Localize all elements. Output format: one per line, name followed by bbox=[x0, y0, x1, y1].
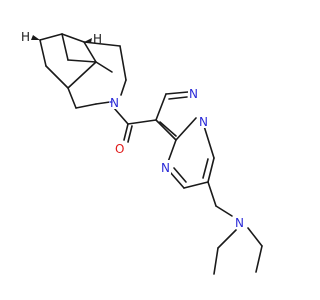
bond bbox=[183, 181, 209, 189]
bond bbox=[247, 227, 263, 247]
bond bbox=[67, 87, 77, 109]
bond bbox=[127, 125, 133, 143]
atom-label-n-pyrimidine: N bbox=[161, 161, 170, 175]
molecule-svg: N O N N N N H H bbox=[21, 30, 263, 275]
bond bbox=[75, 103, 97, 109]
bond bbox=[215, 205, 233, 217]
atom-label-h-upper-left: H bbox=[21, 30, 30, 44]
bond bbox=[168, 96, 188, 100]
bond bbox=[61, 33, 85, 43]
bond bbox=[167, 139, 177, 163]
bond bbox=[203, 125, 215, 159]
bond bbox=[127, 119, 157, 125]
atom-label-n-bridge: N bbox=[199, 115, 208, 129]
bond bbox=[67, 59, 97, 63]
wedge-bond bbox=[31, 35, 40, 40]
bond bbox=[39, 39, 47, 67]
atom-label-n-pyrazole-top: N bbox=[189, 87, 198, 101]
bond bbox=[159, 121, 177, 137]
pyrazole-ring-bonds bbox=[155, 91, 197, 141]
stereo-wedges bbox=[31, 35, 92, 43]
bond bbox=[155, 119, 177, 141]
cage-bonds bbox=[39, 33, 127, 109]
bond bbox=[95, 61, 113, 73]
bond bbox=[202, 158, 209, 179]
bond bbox=[61, 33, 69, 61]
bond bbox=[67, 61, 97, 89]
bond bbox=[175, 117, 197, 141]
molecule-structure-canvas: N O N N N N H H bbox=[21, 30, 263, 275]
bond bbox=[119, 45, 127, 81]
bond bbox=[217, 229, 237, 249]
bond bbox=[83, 41, 97, 63]
bond bbox=[207, 181, 217, 207]
bond bbox=[165, 91, 189, 95]
bond bbox=[155, 93, 167, 121]
bond bbox=[213, 247, 219, 275]
pyrimidine-ring-bonds bbox=[167, 125, 215, 189]
bond bbox=[95, 101, 111, 105]
bond bbox=[169, 171, 185, 189]
atom-label-n-bicyclic: N bbox=[110, 96, 119, 110]
bond bbox=[123, 123, 129, 141]
atom-label-n-amine: N bbox=[235, 216, 244, 230]
atom-label-h-upper-mid: H bbox=[93, 32, 102, 46]
amide-bonds bbox=[113, 107, 157, 143]
side-chain-bonds bbox=[207, 181, 263, 275]
bond bbox=[207, 157, 215, 183]
bond bbox=[173, 167, 187, 183]
bond bbox=[255, 245, 263, 273]
wedge-bond bbox=[84, 38, 92, 43]
bond bbox=[45, 65, 69, 89]
bond bbox=[39, 33, 63, 41]
bond bbox=[120, 79, 127, 96]
atom-labels: N O N N N N H H bbox=[21, 30, 245, 230]
atom-label-o-carbonyl: O bbox=[115, 142, 124, 156]
bond bbox=[113, 107, 129, 125]
